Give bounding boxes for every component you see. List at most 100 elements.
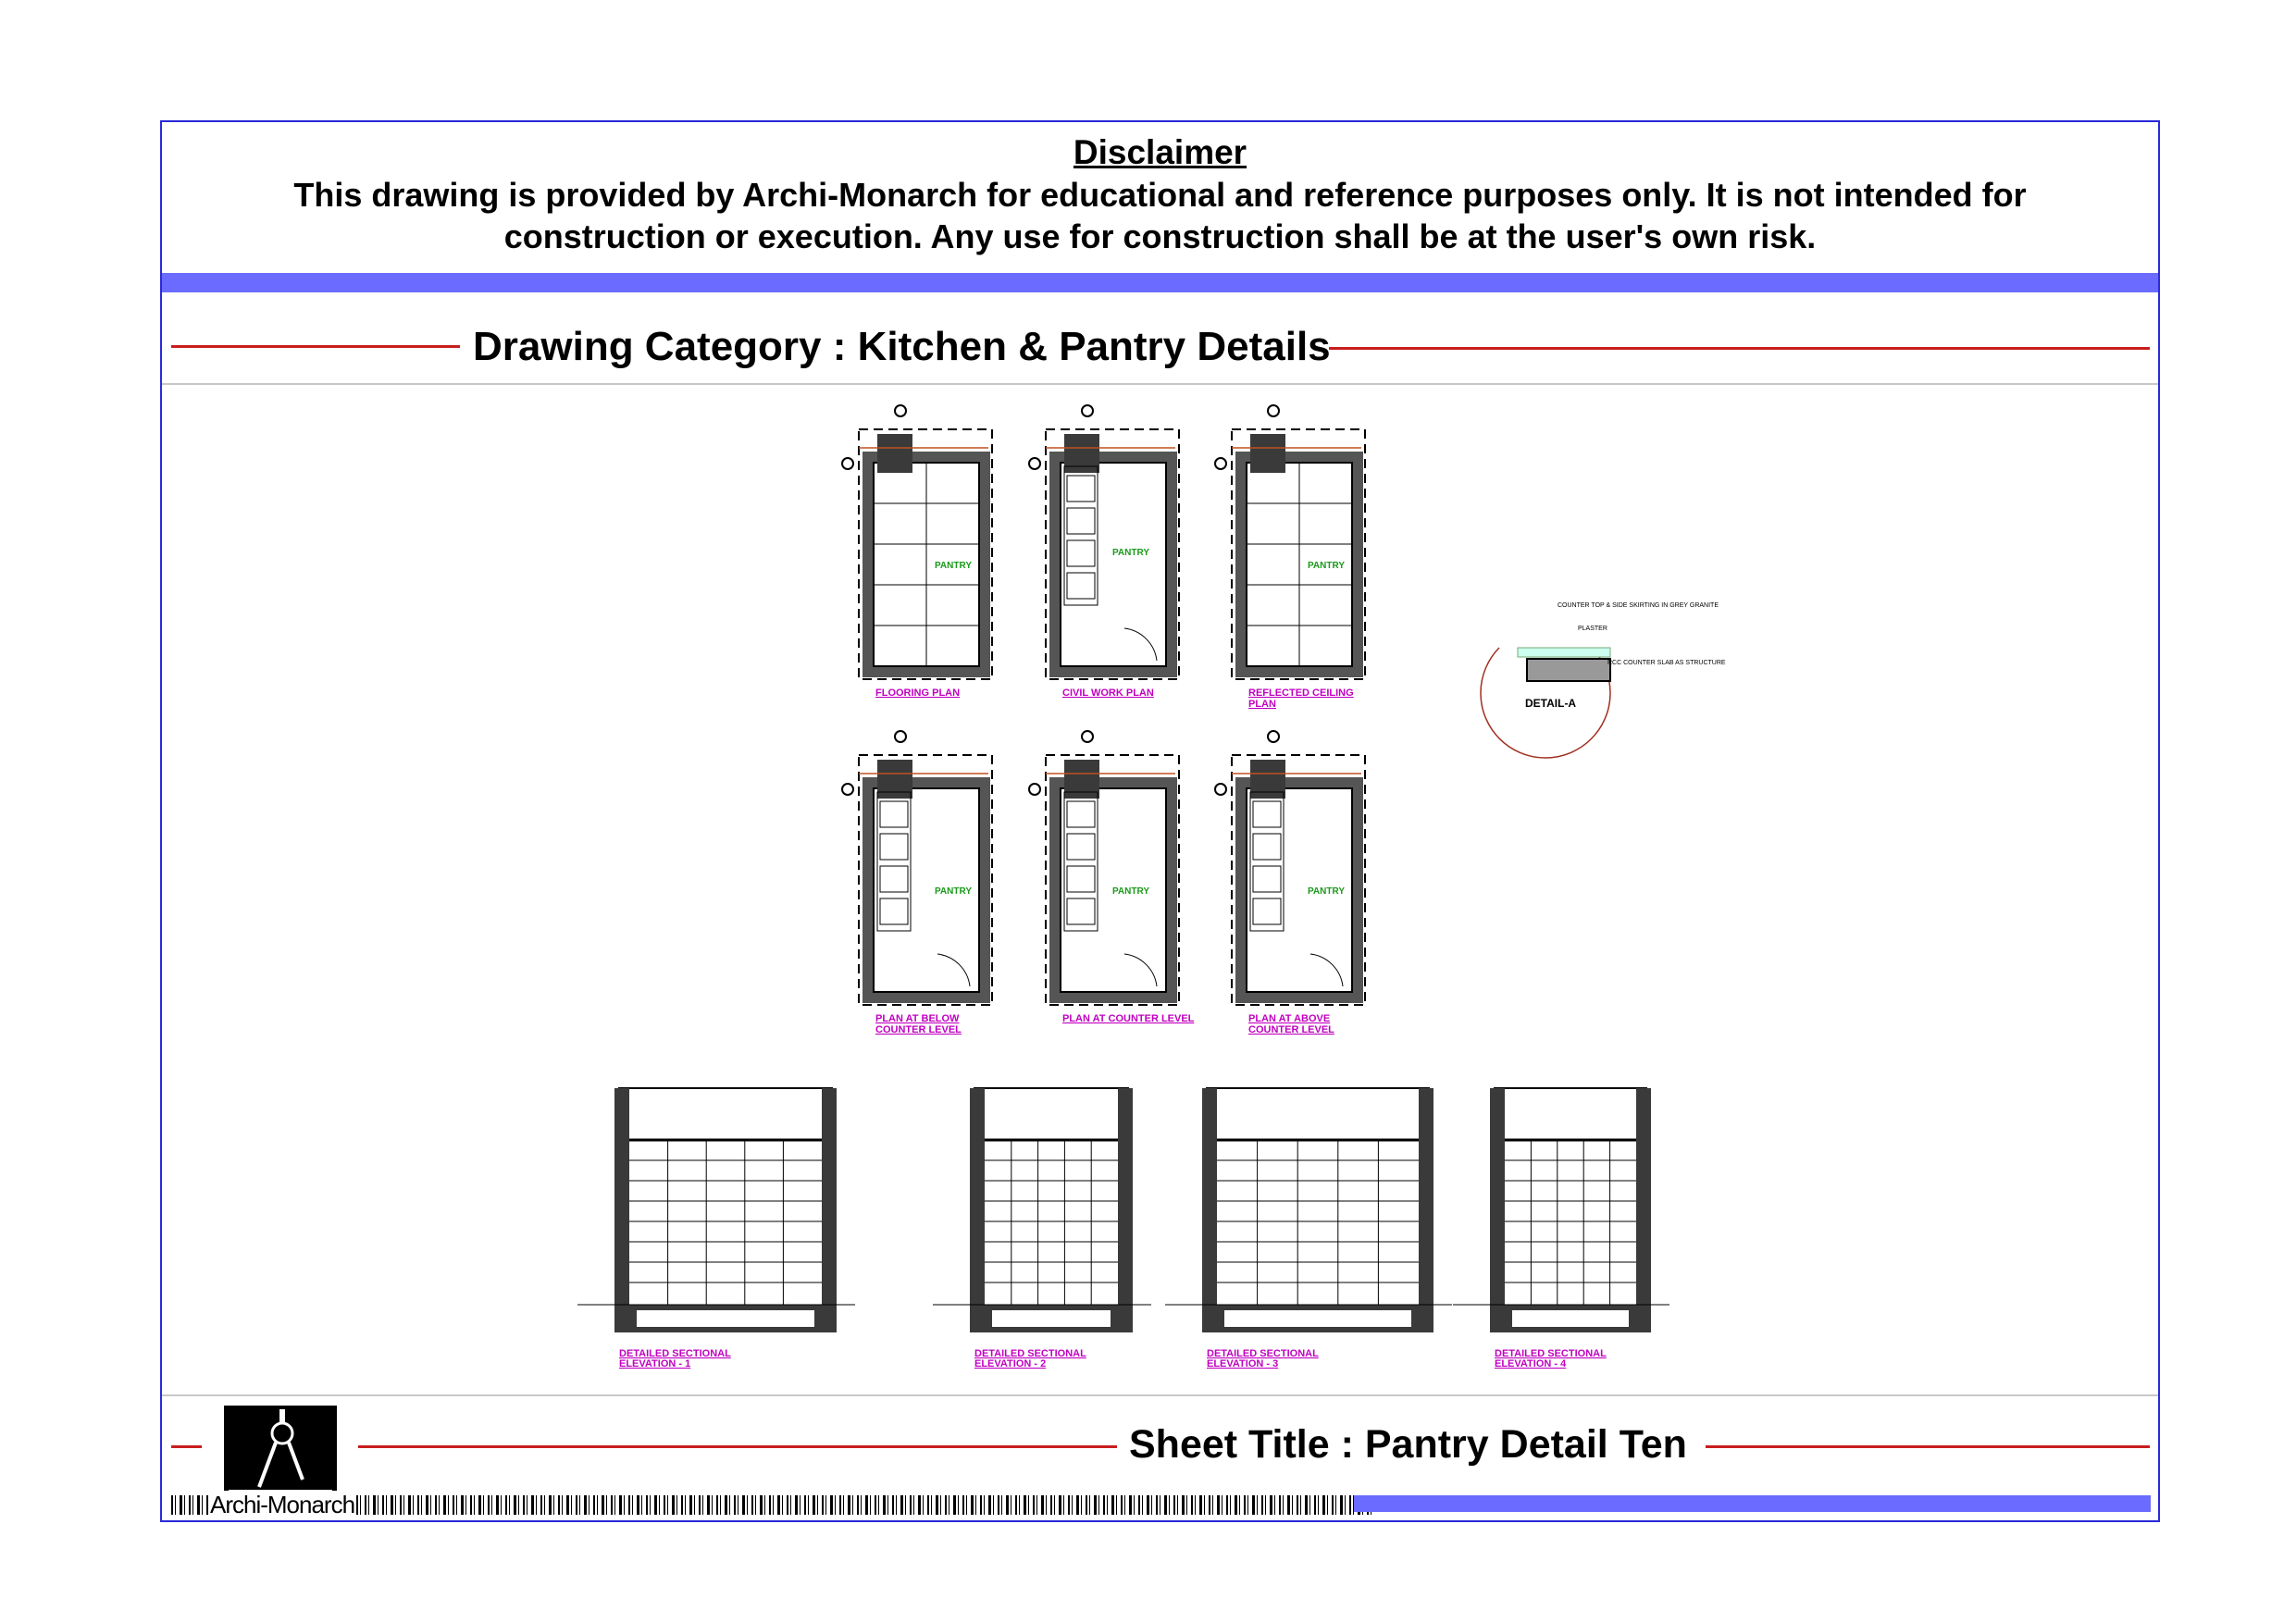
barcode [171, 1495, 1374, 1515]
grid-bubble [1267, 404, 1280, 417]
elevation-title: DETAILED SECTIONAL [1207, 1348, 1319, 1359]
cabinet [1066, 833, 1096, 861]
cabinet [879, 865, 909, 893]
cabinet [1252, 800, 1282, 828]
rcc-slab [1526, 658, 1611, 682]
counter [876, 791, 912, 932]
elevation-title: DETAILED SECTIONAL [619, 1348, 731, 1359]
grid-bubble [1214, 783, 1227, 796]
slab-void [992, 1310, 1111, 1327]
rule-left [171, 345, 460, 348]
wall-left [614, 1088, 629, 1310]
plan-title-line2: PLAN [1248, 699, 1276, 710]
elevation-outline [974, 1087, 1129, 1311]
cabinet [1066, 475, 1096, 502]
plan-outline [1231, 754, 1366, 1006]
plan-drawing: PANTRY CIVIL WORK PLAN [1028, 404, 1180, 699]
wall [863, 452, 990, 677]
door-swing [1123, 627, 1158, 662]
logo-text: Archi-Monarch [208, 1491, 357, 1519]
counter [1063, 465, 1098, 606]
cabinet [1252, 865, 1282, 893]
door-swing [1309, 953, 1344, 987]
cabinet [1252, 833, 1282, 861]
wall-right [1636, 1088, 1651, 1310]
plan-title: PLAN AT BELOW [875, 1013, 960, 1024]
slab-void [1224, 1310, 1411, 1327]
plan-outline [858, 428, 993, 680]
cabinet [879, 898, 909, 925]
header-band [162, 273, 2158, 292]
cabinet [879, 800, 909, 828]
grid-bubble [1081, 730, 1094, 743]
wall [1235, 777, 1363, 1003]
slab-void [1512, 1310, 1629, 1327]
elevation-title-line2: ELEVATION - 2 [974, 1358, 1046, 1369]
rule-footer-left [171, 1445, 202, 1448]
detail-note: RCC COUNTER SLAB AS STRUCTURE [1607, 660, 1726, 666]
plan-outline [1045, 428, 1180, 680]
plan-outline [1231, 428, 1366, 680]
column [1064, 434, 1099, 473]
grid-bubble [841, 457, 854, 470]
plan-outline [1045, 754, 1180, 1006]
room-label: PANTRY [1112, 886, 1149, 897]
plan-outline [858, 754, 993, 1006]
grid-bubble [1267, 730, 1280, 743]
column [877, 760, 912, 799]
elevation-title: DETAILED SECTIONAL [1495, 1348, 1607, 1359]
detail-note: COUNTER TOP & SIDE SKIRTING IN GREY GRAN… [1558, 602, 1719, 609]
room [873, 787, 980, 993]
wall-right [1118, 1088, 1133, 1310]
plan-drawing: PANTRY PLAN AT COUNTER LEVEL [1028, 730, 1195, 1024]
grid-bubble [1081, 404, 1094, 417]
room-label: PANTRY [1112, 548, 1149, 558]
cabinet [1066, 572, 1096, 600]
footer-band [1354, 1495, 2151, 1512]
granite-top [1517, 647, 1611, 658]
sheet-frame: Disclaimer This drawing is provided by A… [160, 120, 2160, 1522]
column [1250, 760, 1285, 799]
wall [1049, 777, 1177, 1003]
room-label: PANTRY [935, 886, 972, 897]
cabinet [1066, 898, 1096, 925]
elevation-title-line2: ELEVATION - 3 [1207, 1358, 1278, 1369]
elevation-title-line2: ELEVATION - 4 [1495, 1358, 1567, 1369]
detail-circle [1480, 647, 1611, 759]
disclaimer-title: Disclaimer [1073, 133, 1247, 171]
plan-title-line2: COUNTER LEVEL [1248, 1024, 1334, 1035]
wall-right [1419, 1088, 1433, 1310]
divider-bottom [162, 1394, 2158, 1396]
elevation-title-line2: ELEVATION - 1 [619, 1358, 690, 1369]
plan-title: PLAN AT COUNTER LEVEL [1062, 1013, 1195, 1024]
grid-bubble [894, 730, 907, 743]
elevation-outline [1206, 1087, 1430, 1311]
detail-note: PLASTER [1578, 626, 1607, 632]
wall [1049, 452, 1177, 677]
plan-title: FLOORING PLAN [875, 688, 960, 699]
counter [1063, 791, 1098, 932]
archi-monarch-logo [224, 1406, 337, 1494]
counter [1249, 791, 1285, 932]
wall-left [1202, 1088, 1217, 1310]
elevation-title: DETAILED SECTIONAL [974, 1348, 1086, 1359]
plan-title: CIVIL WORK PLAN [1062, 688, 1154, 699]
divider-top [162, 383, 2158, 385]
rule-right [1329, 347, 2150, 350]
room-label: PANTRY [1308, 561, 1345, 571]
rule-footer-mid [358, 1445, 1117, 1448]
grid-bubble [841, 783, 854, 796]
wall [1235, 452, 1363, 677]
cabinet [1066, 539, 1096, 567]
cabinet [879, 833, 909, 861]
room [1060, 462, 1167, 667]
